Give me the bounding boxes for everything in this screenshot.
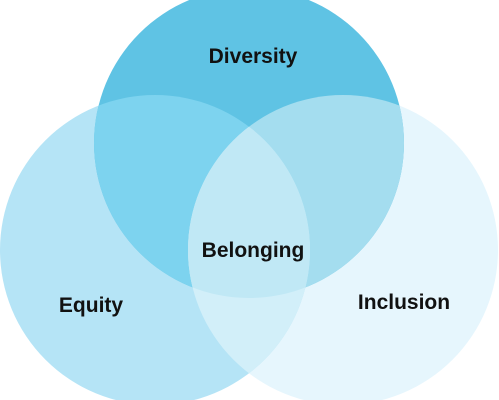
- inclusion-label: Inclusion: [358, 291, 450, 314]
- belonging-label: Belonging: [202, 239, 305, 262]
- center-overlap: [188, 95, 310, 298]
- diversity-label: Diversity: [209, 45, 298, 68]
- equity-label: Equity: [59, 294, 123, 317]
